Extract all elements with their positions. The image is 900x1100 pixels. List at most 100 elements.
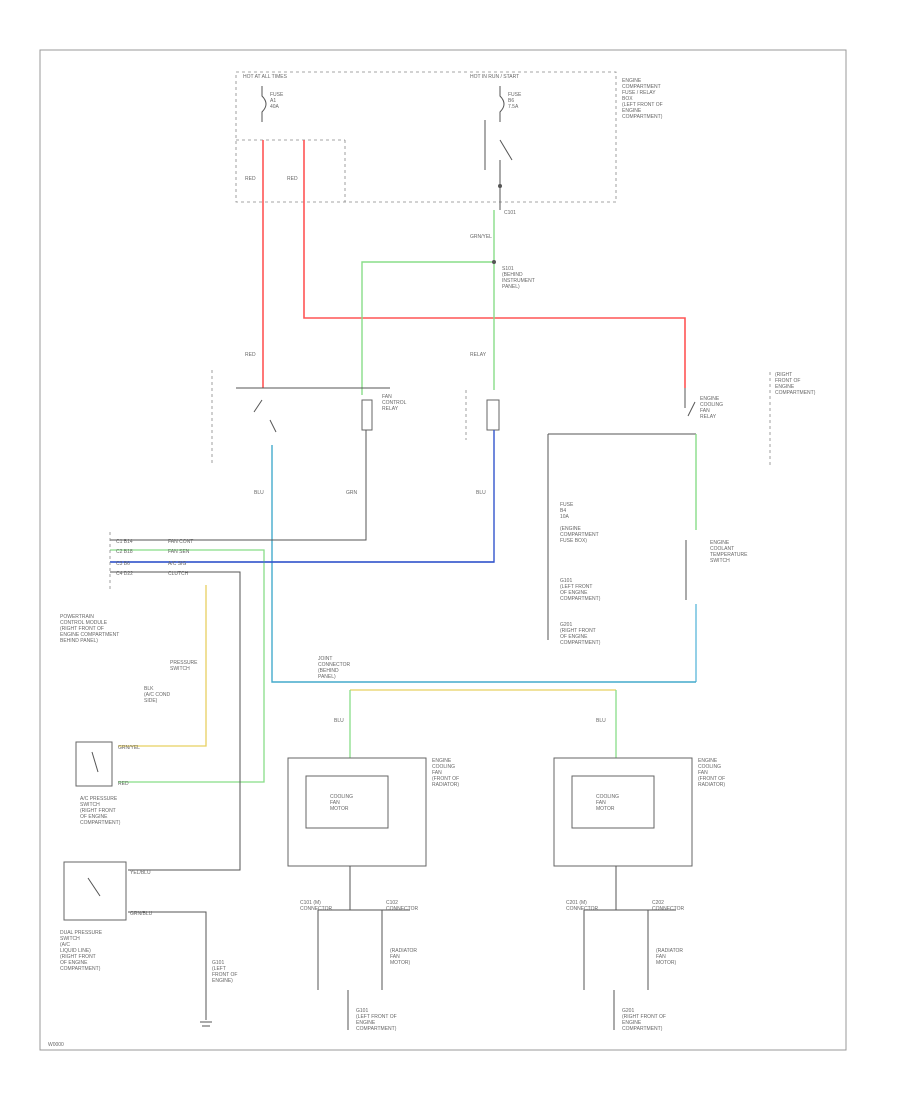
fuse-left-label: FUSE A1 40A [270, 92, 284, 110]
dual-switch-box [63, 861, 127, 921]
svg-text:PANEL): PANEL) [318, 674, 336, 680]
sensor-left-label: PRESSURE SWITCH [170, 660, 198, 672]
svg-text:C1 B14: C1 B14 [116, 539, 133, 545]
svg-text:INSTRUMENT: INSTRUMENT [502, 278, 535, 284]
svg-text:COOLING: COOLING [698, 764, 721, 770]
svg-text:FRONT OF: FRONT OF [212, 972, 237, 978]
svg-text:ENGINE: ENGINE [356, 1020, 376, 1026]
svg-text:ENGINE: ENGINE [775, 384, 795, 390]
fuse-mid-location: (ENGINE COMPARTMENT FUSE BOX) [560, 526, 599, 544]
svg-text:COMPARTMENT: COMPARTMENT [560, 532, 599, 538]
svg-text:TEMPERATURE: TEMPERATURE [710, 552, 748, 558]
motor-left-label: COOLING FAN MOTOR [330, 794, 353, 812]
motor-right-label: COOLING FAN MOTOR [596, 794, 619, 812]
svg-text:FAN SEN: FAN SEN [168, 549, 190, 555]
svg-text:COOLING: COOLING [596, 794, 619, 800]
svg-text:ENGINE: ENGINE [698, 758, 718, 764]
dual-pin-2: GRN/BLU [130, 911, 153, 917]
svg-text:COMPARTMENT): COMPARTMENT) [80, 820, 121, 826]
svg-text:PANEL): PANEL) [502, 284, 520, 290]
svg-text:COOLING: COOLING [432, 764, 455, 770]
wire-grn-label: GRN [346, 490, 358, 496]
svg-text:C202: C202 [652, 900, 664, 906]
motor-label-left: (RADIATOR FAN MOTOR) [390, 948, 417, 966]
wire-red-label-a2: RED [245, 352, 256, 358]
wire-mid-label: BLU [334, 718, 344, 724]
svg-text:G201: G201 [560, 622, 572, 628]
relay-center-label: RELAY [470, 352, 487, 358]
fan-motor-left-inner [305, 775, 389, 829]
svg-text:FUSE: FUSE [508, 92, 522, 98]
svg-text:G101: G101 [212, 960, 224, 966]
motor-right-location: ENGINE COOLING FAN (FRONT OF RADIATOR) [698, 758, 725, 788]
title-hot-at-all-times: HOT AT ALL TIMES [243, 74, 288, 80]
svg-text:G201: G201 [622, 1008, 634, 1014]
svg-text:BEHIND PANEL): BEHIND PANEL) [60, 638, 98, 644]
svg-text:CONNECTOR: CONNECTOR [652, 906, 685, 912]
relay-right-label: ENGINE COOLING FAN RELAY [700, 396, 723, 420]
svg-text:(RADIATOR: (RADIATOR [390, 948, 417, 954]
svg-text:(LEFT FRONT OF: (LEFT FRONT OF [356, 1014, 397, 1020]
joint-connector-label: JOINT CONNECTOR (BEHIND PANEL) [318, 656, 351, 680]
relay-center-coil [486, 399, 500, 431]
svg-text:FAN: FAN [382, 394, 392, 400]
fuse-right-label: FUSE B6 7.5A [508, 92, 522, 110]
conn-left2-label: C102 CONNECTOR [386, 900, 419, 912]
wire-red-label-a: RED [245, 176, 256, 182]
svg-text:A/C PRESSURE: A/C PRESSURE [80, 796, 118, 802]
svg-text:FAN: FAN [700, 408, 710, 414]
svg-text:JOINT: JOINT [318, 656, 332, 662]
svg-text:SWITCH: SWITCH [710, 558, 730, 564]
svg-text:(LEFT FRONT OF: (LEFT FRONT OF [622, 102, 663, 108]
wire-blue-left [271, 445, 696, 683]
svg-text:FAN: FAN [432, 770, 442, 776]
svg-text:MOTOR: MOTOR [330, 806, 349, 812]
motor-label-right: (RADIATOR FAN MOTOR) [656, 948, 683, 966]
wire-grn-yel-label: GRN/YEL [470, 234, 492, 240]
relay-left-label: FAN CONTROL RELAY [382, 394, 407, 412]
svg-text:ENGINE: ENGINE [622, 108, 642, 114]
svg-text:COMPARTMENT): COMPARTMENT) [622, 1026, 663, 1032]
svg-text:(RIGHT FRONT OF: (RIGHT FRONT OF [60, 626, 104, 632]
pcm-label: POWERTRAIN CONTROL MODULE (RIGHT FRONT O… [60, 614, 119, 644]
svg-text:G101: G101 [560, 578, 572, 584]
svg-text:(BEHIND: (BEHIND [502, 272, 523, 278]
svg-text:ENGINE COMPARTMENT: ENGINE COMPARTMENT [60, 632, 119, 638]
svg-text:CONNECTOR: CONNECTOR [386, 906, 419, 912]
svg-text:COMPARTMENT): COMPARTMENT) [560, 596, 601, 602]
svg-text:G101: G101 [356, 1008, 368, 1014]
svg-text:(LEFT FRONT: (LEFT FRONT [560, 584, 592, 590]
svg-text:A1: A1 [270, 98, 276, 104]
svg-text:SWITCH: SWITCH [60, 936, 80, 942]
conn-right-label: C201 (M) CONNECTOR [566, 900, 599, 912]
svg-text:COMPARTMENT): COMPARTMENT) [356, 1026, 397, 1032]
svg-text:FAN: FAN [330, 800, 340, 806]
svg-text:(RADIATOR: (RADIATOR [656, 948, 683, 954]
conn-left-label: C101 (M) CONNECTOR [300, 900, 333, 912]
dual-pin-1: YEL/BLU [130, 870, 151, 876]
svg-text:FRONT OF: FRONT OF [775, 378, 800, 384]
svg-text:ENGINE: ENGINE [700, 396, 720, 402]
svg-text:FAN CONT: FAN CONT [168, 539, 193, 545]
svg-text:C102: C102 [386, 900, 398, 906]
svg-text:FAN: FAN [698, 770, 708, 776]
svg-text:S101: S101 [502, 266, 514, 272]
wire-red-label-b: RED [287, 176, 298, 182]
svg-text:COMPARTMENT): COMPARTMENT) [60, 966, 101, 972]
fuse-mid-label: FUSE B4 10A [560, 502, 574, 520]
svg-text:FUSE / RELAY: FUSE / RELAY [622, 90, 656, 96]
svg-text:BLK: BLK [144, 686, 154, 692]
svg-text:(RIGHT FRONT: (RIGHT FRONT [80, 808, 116, 814]
fuse-left-symbol [261, 86, 267, 122]
svg-text:(FRONT OF: (FRONT OF [432, 776, 459, 782]
ground-mid1-label: G101 (LEFT FRONT OF ENGINE COMPARTMENT) [560, 578, 601, 602]
sensor-right-label: ENGINE COOLANT TEMPERATURE SWITCH [710, 540, 748, 564]
relay-left-coil [361, 399, 373, 431]
relay-left-switch [253, 399, 263, 413]
pcm-connector: C1 B14 C2 B18 C3 B6 C4 D22 FAN CONT FAN … [116, 539, 193, 577]
svg-text:(A/C COND: (A/C COND [144, 692, 171, 698]
svg-text:OF ENGINE: OF ENGINE [60, 960, 88, 966]
svg-text:CONTROL MODULE: CONTROL MODULE [60, 620, 108, 626]
svg-text:LIQUID LINE): LIQUID LINE) [60, 948, 91, 954]
svg-text:ENGINE: ENGINE [622, 1020, 642, 1026]
